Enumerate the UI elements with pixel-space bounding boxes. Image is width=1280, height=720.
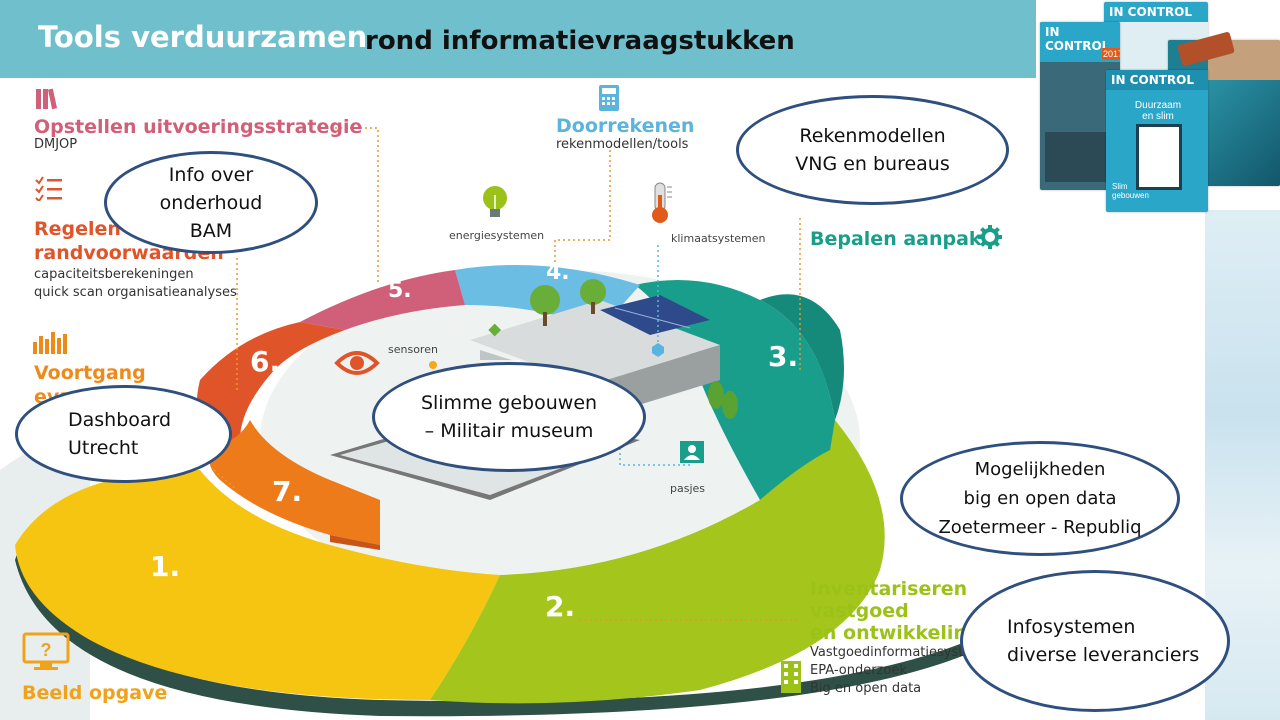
segment-2 (430, 420, 885, 704)
gear-icon (978, 225, 1002, 249)
step-number-7: 7. (272, 475, 303, 508)
step-number-2: 2. (545, 590, 576, 623)
monitor-question-icon: ? (22, 632, 70, 670)
sensors-label: sensoren (388, 343, 438, 356)
step-number-4: 4. (546, 260, 570, 285)
step-number-1: 1. (150, 550, 181, 583)
bar-chart-icon (33, 332, 67, 354)
step-title-inventory-1: Inventariseren (810, 578, 968, 600)
step-sub-inventory-1: Vastgoedinformatiesystee (810, 645, 980, 660)
step-number-5: 5. (388, 278, 412, 303)
segment-1 (15, 470, 500, 700)
step-title-strategy: Opstellen uitvoeringsstrategie (34, 116, 363, 138)
step-sub-conditions-1: capaciteitsberekeningen (34, 267, 194, 282)
step-sub-strategy: DMJOP (34, 137, 78, 152)
step-title-calculate: Doorrekenen (556, 115, 695, 137)
connector-lines (213, 127, 801, 621)
step-sub-conditions-2: quick scan organisatieanalyses (34, 285, 237, 300)
trees (530, 279, 738, 419)
page-title: Tools verduurzamen (38, 20, 368, 54)
climate-label: klimaatsystemen (671, 232, 766, 245)
calculator-icon (599, 85, 619, 111)
step-title-inventory-2: vastgoed (810, 600, 909, 622)
id-badge-icon (680, 441, 704, 463)
step-title-inventory-3: en ontwikkelin (810, 622, 967, 644)
eye-icon (334, 351, 380, 375)
step-title-approach: Bepalen aanpak (810, 228, 982, 250)
step-number-3: 3. (768, 340, 799, 373)
energy-label: energiesystemen (449, 229, 545, 242)
thermometer-icon (652, 182, 672, 223)
callout-smart-buildings: Slimme gebouwen– Militair museum (372, 362, 646, 472)
segment-5 (300, 270, 465, 330)
books-icon (36, 88, 58, 110)
lightbulb-icon (483, 186, 507, 217)
step-title-progress-1: Voortgang (34, 362, 146, 384)
brick-image (1177, 32, 1235, 66)
badges-label: pasjes (670, 482, 706, 495)
step-sub-calculate: rekenmodellen/tools (556, 137, 689, 152)
page-subtitle: rond informatievraagstukken (365, 26, 795, 56)
svg-text:?: ? (41, 640, 52, 660)
building-icon (781, 661, 801, 693)
step-sub-inventory-3: Big en open data (810, 681, 922, 696)
step-number-6: 6. (250, 345, 281, 378)
step-title-conditions-1: Regelen (34, 218, 121, 240)
step-sub-inventory-2: EPA-onderzoek (810, 663, 907, 678)
step-title-picture: Beeld opgave (22, 682, 168, 704)
segment-7 (208, 420, 380, 545)
checklist-icon (35, 176, 62, 201)
title-bar (0, 0, 1036, 78)
segment-6 (196, 322, 345, 450)
